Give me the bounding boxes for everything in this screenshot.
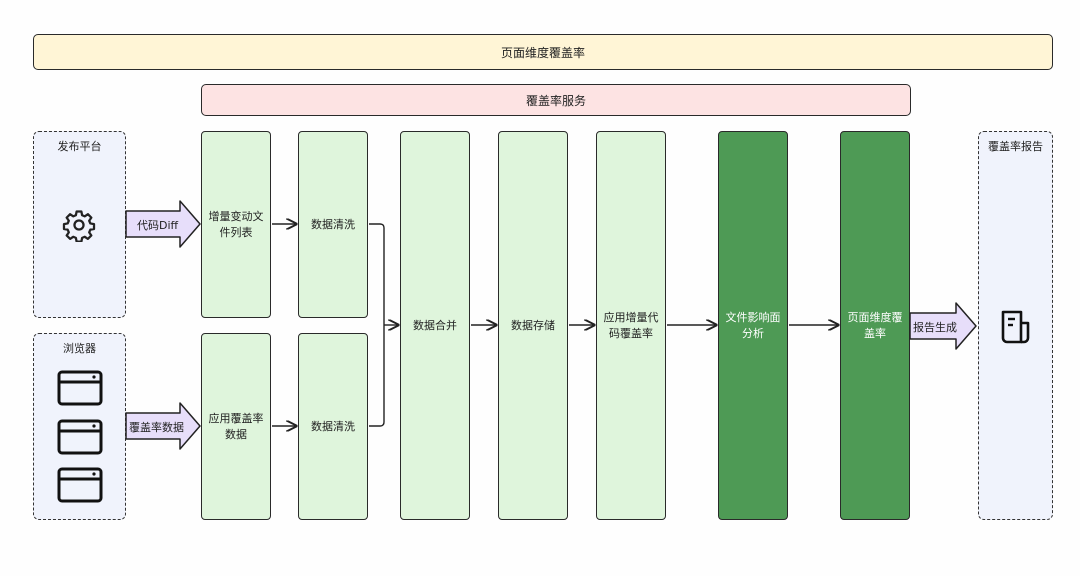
coverage-report-title: 覆盖率报告 [988,140,1043,153]
node-app-incremental-coverage-label: 应用增量代码覆盖率 [603,310,659,340]
node-file-impact-analysis-label: 文件影响面分析 [725,310,781,340]
top-bar-label: 页面维度覆盖率 [500,45,585,60]
node-data-storage-label: 数据存储 [511,318,555,332]
fat-arrow-code-diff [125,200,201,248]
node-page-coverage-label: 页面维度覆盖率 [847,310,903,340]
node-data-clean-top: 数据清洗 [298,131,368,318]
fat-arrow-report-gen [909,302,977,350]
top-bar-page-coverage: 页面维度覆盖率 [33,34,1053,70]
node-data-clean-top-label: 数据清洗 [311,217,355,231]
bracket-merge-connector [369,223,385,427]
node-page-coverage: 页面维度覆盖率 [840,131,910,520]
node-app-coverage-data: 应用覆盖率数据 [201,333,271,520]
node-incremental-file-list: 增量变动文件列表 [201,131,271,318]
gear-icon [62,210,96,242]
service-bar-label: 覆盖率服务 [525,93,586,108]
node-app-coverage-data-label: 应用覆盖率数据 [208,411,264,441]
browser-title: 浏览器 [63,342,96,355]
node-app-incremental-coverage: 应用增量代码覆盖率 [596,131,666,520]
browser-window-icon [57,467,103,503]
document-icon [1001,310,1030,344]
publish-platform-title: 发布平台 [57,140,102,153]
report-gen-label: 报告生成 [913,321,957,334]
node-data-merge: 数据合并 [400,131,470,520]
browser-panel: 浏览器 [33,333,126,520]
node-file-impact-analysis: 文件影响面分析 [718,131,788,520]
node-data-storage: 数据存储 [498,131,568,520]
node-data-clean-bottom: 数据清洗 [298,333,368,520]
publish-platform-panel: 发布平台 [33,131,126,318]
browser-window-icon [57,419,103,455]
node-data-clean-bottom-label: 数据清洗 [311,419,355,433]
code-diff-label: 代码Diff [137,219,179,232]
coverage-data-label: 覆盖率数据 [129,421,184,434]
browser-window-icon [57,370,103,406]
node-data-merge-label: 数据合并 [413,318,457,332]
node-incremental-file-list-label: 增量变动文件列表 [208,209,264,239]
coverage-report-panel: 覆盖率报告 [978,131,1053,520]
service-bar: 覆盖率服务 [201,84,911,116]
fat-arrow-coverage-data [125,402,201,450]
